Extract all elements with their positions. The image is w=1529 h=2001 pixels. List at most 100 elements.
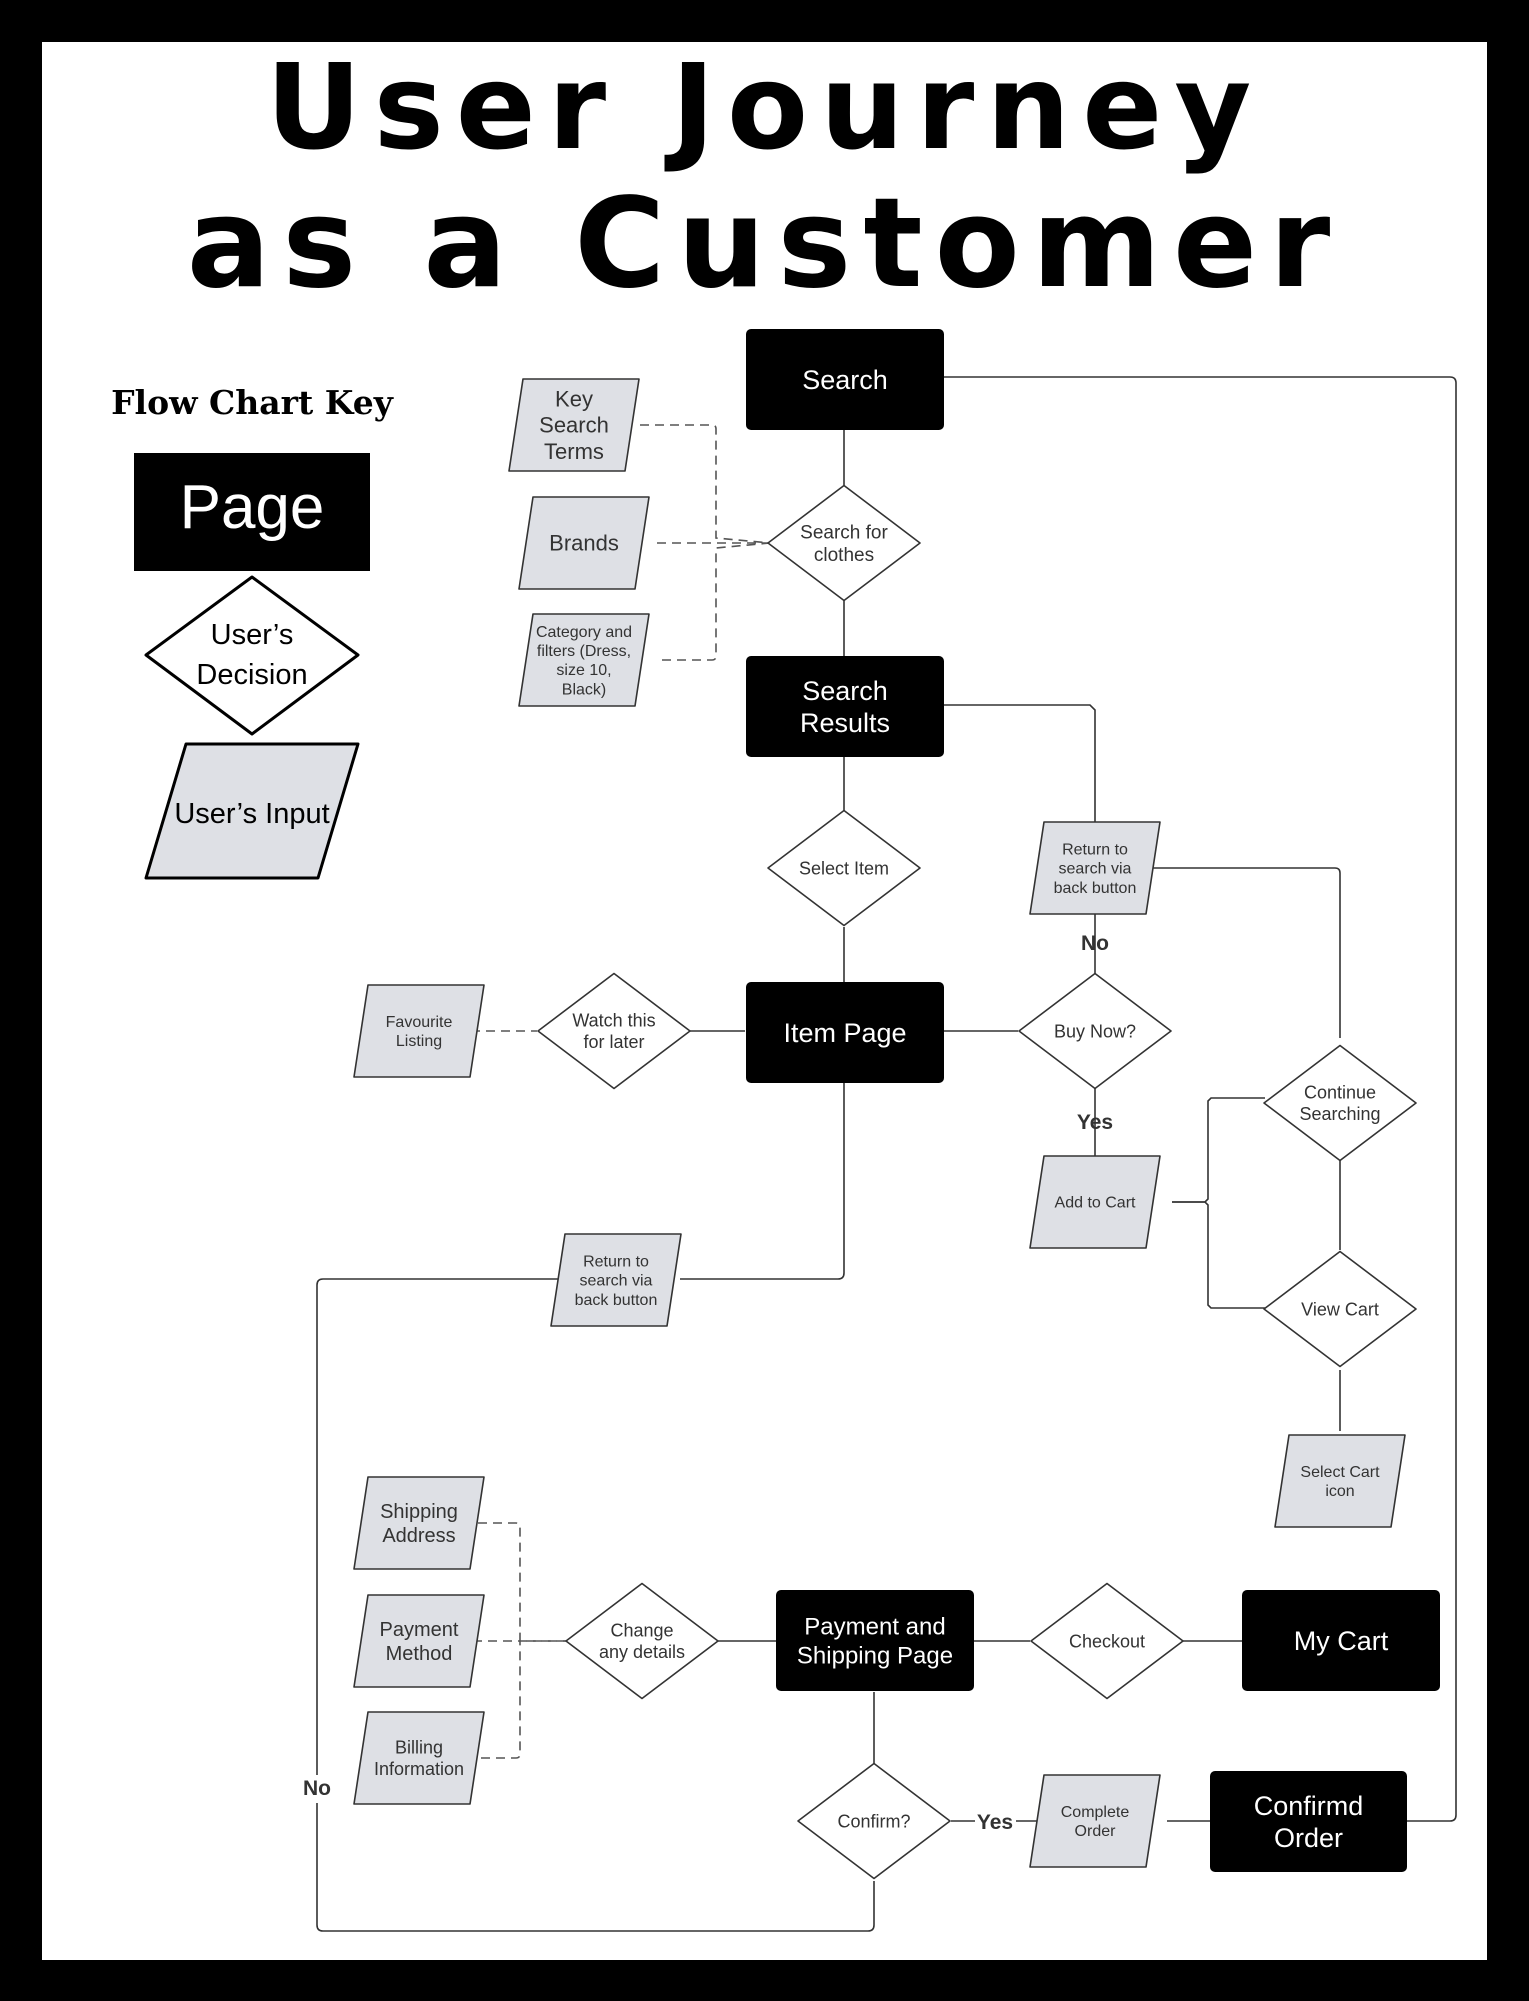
node-payment-shipping-page <box>776 1590 974 1691</box>
node-watch-later-text: for later <box>583 1032 644 1052</box>
key-decision-line-1: User’s <box>211 619 294 651</box>
node-billing-information-text: Billing <box>395 1738 443 1758</box>
node-favourite-listing-text: Listing <box>396 1033 442 1050</box>
node-select-cart-icon-text: icon <box>1325 1483 1354 1500</box>
node-favourite-listing-text: Favourite <box>386 1014 453 1031</box>
key-input-label: User’s Input <box>174 798 329 830</box>
node-key-search-terms-text: Key <box>555 386 593 411</box>
node-continue-searching-text: Searching <box>1299 1104 1380 1124</box>
node-return-search-2-text: Return to <box>583 1253 649 1270</box>
connector-line <box>316 1278 875 1932</box>
edge-label-yes-buy: Yes <box>1077 1111 1113 1134</box>
node-confirmed-order-page <box>1210 1771 1407 1872</box>
node-billing-information-text: Information <box>374 1759 464 1779</box>
node-confirm-text: Confirm? <box>837 1811 910 1831</box>
node-payment-method-text: Payment <box>380 1619 459 1641</box>
node-key-search-terms-text: Terms <box>544 439 604 464</box>
node-select-item-decision <box>767 809 921 927</box>
node-complete-order-text: Order <box>1075 1823 1117 1840</box>
key-input-shape <box>144 742 360 880</box>
node-watch-later-text: Watch this <box>572 1011 655 1031</box>
node-item-page-text: Item Page <box>783 1018 906 1048</box>
node-select-cart-icon-text: Select Cart <box>1300 1464 1380 1481</box>
node-continue-searching-decision <box>1263 1044 1417 1162</box>
edge-label-no-buy: No <box>1081 932 1109 955</box>
dashed-connector <box>640 424 771 544</box>
key-decision-line-2: Decision <box>196 659 307 691</box>
dashed-connector <box>478 1522 566 1642</box>
node-payment-shipping-text: Shipping Page <box>797 1642 953 1669</box>
node-billing-information-input <box>353 1711 485 1805</box>
node-shipping-address-input <box>353 1476 485 1570</box>
node-key-search-terms-input <box>508 378 640 472</box>
node-my-cart-text: My Cart <box>1294 1626 1389 1656</box>
connector-line <box>944 376 1457 1822</box>
dashed-connector <box>466 1641 521 1759</box>
node-confirmed-order-text: Order <box>1274 1823 1343 1853</box>
title-line-1: User Journey <box>265 38 1264 176</box>
node-payment-method-text: Method <box>386 1643 453 1665</box>
node-checkout-text: Checkout <box>1069 1631 1145 1651</box>
connector-line <box>1172 1097 1265 1203</box>
node-category-filters-text: Black) <box>562 681 606 698</box>
node-search-for-clothes-text: clothes <box>814 545 874 566</box>
node-return-search-2-input <box>550 1233 682 1327</box>
node-search-results-text: Search <box>802 676 888 706</box>
node-return-search-2-text: back button <box>575 1292 658 1309</box>
node-change-details-text: Change <box>610 1621 673 1641</box>
key-page-shape <box>134 453 370 571</box>
node-search-page <box>746 329 944 430</box>
node-search-for-clothes-text: Search for <box>800 522 888 543</box>
node-change-details-text: any details <box>599 1642 685 1662</box>
node-watch-later-decision <box>537 972 691 1090</box>
node-return-search-1-text: search via <box>1059 861 1132 878</box>
node-payment-shipping-text: Payment and <box>804 1614 945 1641</box>
node-shipping-address-text: Shipping <box>380 1501 458 1523</box>
node-category-filters-input <box>518 613 650 707</box>
node-category-filters-text: filters (Dress, <box>537 643 631 660</box>
node-checkout-decision <box>1030 1582 1184 1700</box>
key-page-label: Page <box>180 473 325 542</box>
node-return-search-2-text: search via <box>580 1273 653 1290</box>
node-buy-now-text: Buy Now? <box>1054 1021 1136 1041</box>
dashed-connector <box>662 542 771 661</box>
node-brands-input <box>518 496 650 590</box>
node-confirm-decision <box>797 1762 951 1880</box>
connector-line <box>1151 867 1341 1038</box>
node-return-search-1-text: Return to <box>1062 841 1128 858</box>
edge-label-yes-confirm: Yes <box>977 1811 1013 1834</box>
node-search-text: Search <box>802 365 888 395</box>
node-category-filters-text: Category and <box>536 624 632 641</box>
connector-line <box>1172 1201 1265 1309</box>
node-view-cart-text: View Cart <box>1301 1299 1379 1319</box>
node-buy-now-decision <box>1018 972 1172 1090</box>
edge-label-no-confirm: No <box>303 1777 331 1800</box>
node-add-to-cart-text: Add to Cart <box>1055 1195 1136 1212</box>
node-view-cart-decision <box>1263 1250 1417 1368</box>
node-change-details-decision <box>565 1582 719 1700</box>
title-line-2: as a Customer <box>186 172 1343 316</box>
node-add-to-cart-input <box>1029 1155 1161 1249</box>
node-shipping-address-text: Address <box>382 1525 455 1547</box>
label-backdrop <box>299 1775 335 1803</box>
node-category-filters-text: size 10, <box>556 662 611 679</box>
node-search-results-page <box>746 656 944 757</box>
node-brands-text: Brands <box>549 531 619 556</box>
node-complete-order-text: Complete <box>1061 1804 1130 1821</box>
node-select-cart-icon-input <box>1274 1434 1406 1528</box>
node-return-search-1-text: back button <box>1054 880 1137 897</box>
node-key-search-terms-text: Search <box>539 413 609 438</box>
node-search-results-text: Results <box>800 708 890 738</box>
node-confirmed-order-text: Confirmd <box>1254 1791 1364 1821</box>
node-complete-order-input <box>1029 1774 1161 1868</box>
node-favourite-listing-input <box>353 984 485 1078</box>
node-select-item-text: Select Item <box>799 858 889 878</box>
node-payment-method-input <box>353 1594 485 1688</box>
key-decision-shape <box>144 575 360 736</box>
node-return-search-1-input <box>1029 821 1161 915</box>
node-continue-searching-text: Continue <box>1304 1083 1376 1103</box>
node-search-for-clothes-decision <box>767 484 921 602</box>
